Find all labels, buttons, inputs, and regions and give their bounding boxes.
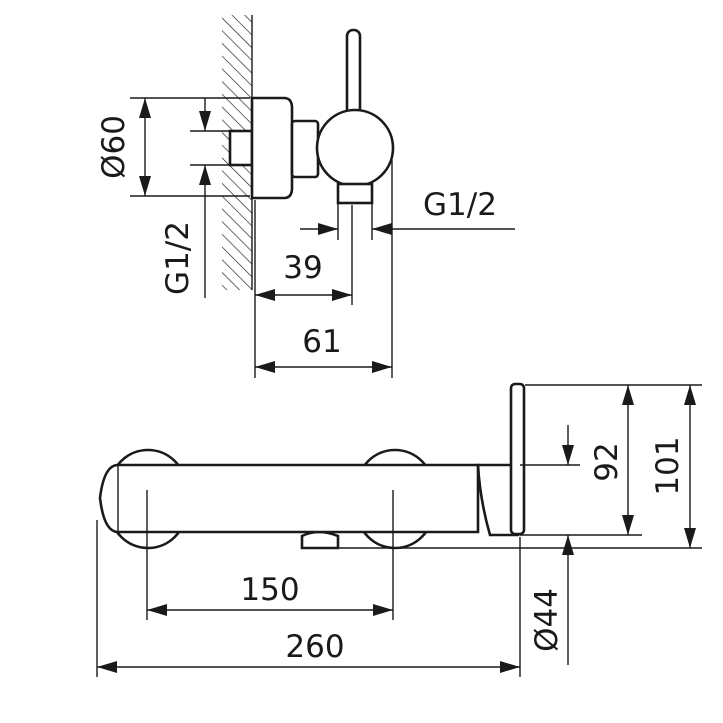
dim-depth: 61 [302, 324, 341, 360]
dim-inlet-thread: G1/2 [160, 221, 196, 295]
lever-base [476, 463, 520, 537]
wall-plate [250, 96, 294, 200]
dim-outlet-offset: 39 [283, 250, 322, 286]
lever-front [509, 382, 526, 536]
connector [290, 119, 320, 179]
spout [300, 530, 340, 550]
mixer-body [315, 108, 395, 188]
dim-outlet-diameter: Ø44 [529, 588, 565, 652]
dim-lever-height-101: 101 [650, 436, 686, 495]
lever [345, 28, 362, 122]
outlet [336, 182, 374, 205]
mixer-body-front [98, 463, 480, 534]
dim-plate-diameter: Ø60 [96, 115, 132, 179]
front-view: 150 260 Ø44 92 101 [96, 382, 702, 677]
dim-total-length: 260 [285, 629, 344, 665]
side-view: Ø60 G1/2 G1/2 39 61 [96, 15, 515, 378]
dim-outlet-thread: G1/2 [423, 187, 497, 223]
inlet-pipe [228, 129, 254, 167]
dim-center-distance: 150 [240, 572, 299, 608]
dim-lever-height-92: 92 [589, 442, 625, 481]
